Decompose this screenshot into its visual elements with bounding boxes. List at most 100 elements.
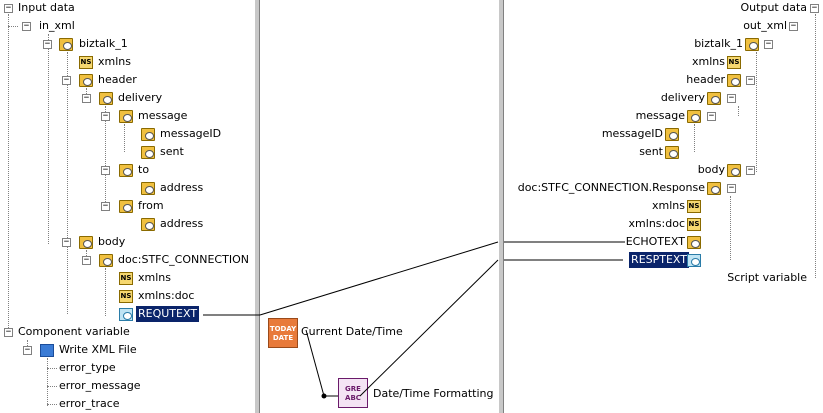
element-folder-icon [79,74,93,87]
node-in-xml[interactable]: in_xml [39,19,75,32]
collapse-toggle-icon[interactable]: − [746,165,755,175]
link-line[interactable] [359,259,499,397]
component-variable-root[interactable]: Component variable [18,325,130,338]
node-out-response[interactable]: doc:STFC_CONNECTION.Response [517,181,705,194]
node-out-echotext[interactable]: ECHOTEXT [625,235,685,248]
tree-line [738,106,739,116]
node-out-xml[interactable]: out_xml [743,19,787,32]
link-line[interactable] [305,329,325,397]
namespace-icon: NS [687,218,701,231]
element-folder-icon [707,92,721,105]
tree-line [105,106,106,206]
node-out-message[interactable]: message [635,109,685,122]
collapse-toggle-icon[interactable]: − [62,75,71,85]
collapse-toggle-icon[interactable]: − [101,165,110,175]
link-line[interactable] [259,241,499,316]
node-header[interactable]: header [98,73,137,86]
leaf-element-icon [119,308,133,321]
element-folder-icon [745,38,759,51]
node-error-trace[interactable]: error_trace [59,397,120,410]
node-error-type[interactable]: error_type [59,361,116,374]
node-out-resptext[interactable]: RESPTEXT [629,252,689,268]
collapse-toggle-icon[interactable]: − [727,93,736,103]
collapse-toggle-icon[interactable]: − [101,111,110,121]
tree-line [86,88,87,98]
collapse-toggle-icon[interactable]: − [707,111,716,121]
tree-line [67,52,68,314]
tree-line [730,196,731,260]
output-data-root[interactable]: Output data [740,1,807,14]
write-xml-icon [40,344,54,357]
node-messageid[interactable]: messageID [160,127,222,140]
node-biztalk[interactable]: biztalk_1 [79,37,128,50]
node-error-message[interactable]: error_message [59,379,141,392]
node-from-address[interactable]: address [160,217,204,230]
collapse-toggle-icon[interactable]: − [23,345,32,355]
node-delivery[interactable]: delivery [118,91,163,104]
collapse-toggle-icon[interactable]: − [62,237,71,247]
node-body[interactable]: body [98,235,126,248]
element-folder-icon [665,128,679,141]
input-data-root[interactable]: Input data [18,1,75,14]
element-folder-icon [687,110,701,123]
collapse-toggle-icon[interactable]: − [810,3,819,13]
collapse-toggle-icon[interactable]: − [101,201,110,211]
element-folder-icon [687,236,701,249]
tree-line [815,14,816,278]
node-write-xml-file[interactable]: Write XML File [59,343,137,356]
node-out-resp-xmlns[interactable]: xmlns [652,199,685,212]
node-stfc-connection[interactable]: doc:STFC_CONNECTION [118,253,249,266]
leaf-element-icon [687,254,701,267]
script-variable-root[interactable]: Script variable [727,271,807,284]
collapse-toggle-icon[interactable]: − [4,327,13,337]
node-out-delivery[interactable]: delivery [660,91,705,104]
node-out-body[interactable]: body [697,163,725,176]
element-folder-icon [141,182,155,195]
node-requtext[interactable]: REQUTEXT [136,306,200,322]
current-datetime-icon[interactable]: TODAY DATE [268,318,298,348]
node-out-header[interactable]: header [686,73,725,86]
node-xmlns[interactable]: xmlns [98,55,131,68]
element-folder-icon [707,182,721,195]
collapse-toggle-icon[interactable]: − [727,183,736,193]
node-conn-xmlns[interactable]: xmlns [138,271,171,284]
tree-line [8,14,9,332]
collapse-toggle-icon[interactable]: − [43,39,52,49]
namespace-icon: NS [687,200,701,213]
element-folder-icon [727,74,741,87]
current-datetime-label[interactable]: Current Date/Time [301,325,403,338]
namespace-icon: NS [727,56,741,69]
tree-line [48,34,49,244]
node-out-xmlns[interactable]: xmlns [692,55,725,68]
left-splitter[interactable] [254,0,260,413]
collapse-toggle-icon[interactable]: − [789,21,798,31]
node-out-resp-xmlns-doc[interactable]: xmlns:doc [628,217,685,230]
node-out-biztalk[interactable]: biztalk_1 [694,37,743,50]
datetime-formatting-label[interactable]: Date/Time Formatting [373,387,494,400]
collapse-toggle-icon[interactable]: − [82,93,91,103]
collapse-toggle-icon[interactable]: − [82,255,91,265]
right-splitter[interactable] [498,0,504,413]
namespace-icon: NS [119,290,133,303]
input-data-panel: − Input data − in_xml − biztalk_1 NS xml… [0,0,254,413]
element-folder-icon [141,146,155,159]
element-folder-icon [727,164,741,177]
namespace-icon: NS [79,56,93,69]
namespace-icon: NS [119,272,133,285]
node-to[interactable]: to [138,163,150,176]
node-sent[interactable]: sent [160,145,184,158]
collapse-toggle-icon[interactable]: − [4,3,13,13]
node-message[interactable]: message [138,109,188,122]
node-out-sent[interactable]: sent [639,145,663,158]
element-folder-icon [665,146,679,159]
node-to-address[interactable]: address [160,181,204,194]
node-from[interactable]: from [138,199,164,212]
node-conn-xmlns-doc[interactable]: xmlns:doc [138,289,195,302]
mapping-canvas[interactable]: TODAY DATE Current Date/Time GRE ABC Dat… [260,0,498,413]
collapse-toggle-icon[interactable]: − [746,75,755,85]
element-folder-icon [79,236,93,249]
node-out-messageid[interactable]: messageID [601,127,663,140]
collapse-toggle-icon[interactable]: − [764,39,773,49]
collapse-toggle-icon[interactable]: − [22,21,31,31]
